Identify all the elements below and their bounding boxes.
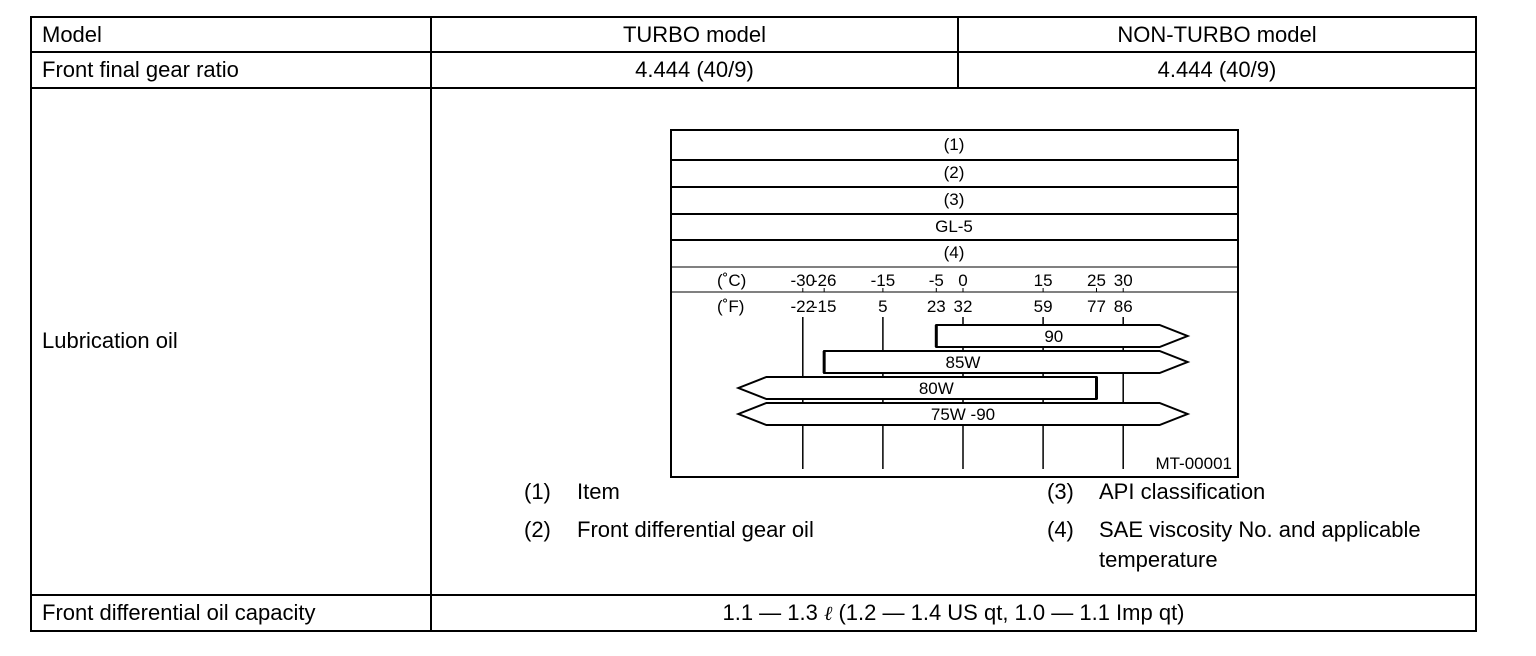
diagram-row-item: (1) <box>944 135 965 154</box>
celsius-unit-label: (˚C) <box>717 271 746 290</box>
celsius-tick-label: 15 <box>1034 271 1053 290</box>
figure-code: MT-00001 <box>1155 454 1232 473</box>
fahrenheit-tick-label: 23 <box>927 297 946 316</box>
capacity-range-liters: 1.1 — 1.3 <box>722 599 818 625</box>
gear-ratio-label: Front final gear ratio <box>30 51 432 89</box>
legend-text-item: Item <box>577 478 620 504</box>
diagram-row-gl5: GL-5 <box>935 217 973 236</box>
celsius-tick-label: 30 <box>1114 271 1133 290</box>
legend-text-sae: SAE viscosity No. and applicable tempera… <box>1099 516 1421 572</box>
lubrication-row: Lubrication oil (1) (2) (3) GL-5 (4) (˚C… <box>30 86 1477 596</box>
capacity-row: Front differential oil capacity 1.1 — 1.… <box>30 593 1477 633</box>
legend-number: (4) <box>1047 516 1074 542</box>
fahrenheit-tick-label: 32 <box>954 297 973 316</box>
fahrenheit-tick-label: -15 <box>812 297 837 316</box>
gear-ratio-row: Front final gear ratio 4.444 (40/9) 4.44… <box>30 51 1477 89</box>
header-row: Model TURBO model NON-TURBO model <box>30 15 1477 54</box>
fahrenheit-tick-label: 5 <box>878 297 887 316</box>
lubrication-content: (1) (2) (3) GL-5 (4) (˚C) (˚F) -30 -22 -26… <box>430 86 1477 596</box>
viscosity-bar-label: 85W <box>946 353 981 372</box>
celsius-tick-label: -15 <box>871 271 896 290</box>
fahrenheit-unit-label: (˚F) <box>717 297 744 316</box>
celsius-tick-label: -30 <box>791 271 816 290</box>
capacity-label: Front differential oil capacity <box>30 593 432 633</box>
oil-viscosity-diagram: (1) (2) (3) GL-5 (4) (˚C) (˚F) -30 -22 -26… <box>670 128 1239 478</box>
diagram-frame <box>670 128 1239 478</box>
gear-ratio-turbo: 4.444 (40/9) <box>430 51 959 89</box>
legend-number: (1) <box>524 478 551 504</box>
legend-number: (3) <box>1047 478 1074 504</box>
celsius-tick-label: 0 <box>958 271 967 290</box>
lubrication-label: Lubrication oil <box>30 86 432 596</box>
non-turbo-model-header: NON-TURBO model <box>957 15 1477 54</box>
celsius-tick-label: 25 <box>1087 271 1106 290</box>
model-label-cell: Model <box>30 15 432 54</box>
capacity-value: 1.1 — 1.3 ℓ (1.2 — 1.4 US qt, 1.0 — 1.1 … <box>430 593 1477 633</box>
liter-symbol: ℓ <box>824 600 833 625</box>
diagram-row-gear-oil: (2) <box>944 163 965 182</box>
capacity-range-qt: (1.2 — 1.4 US qt, 1.0 — 1.1 Imp qt) <box>838 599 1185 625</box>
viscosity-bar-label: 75W -90 <box>931 405 995 424</box>
fahrenheit-tick-label: -22 <box>791 297 816 316</box>
diagram-row-api: (3) <box>944 190 965 209</box>
legend-text-api: API classification <box>1099 478 1266 504</box>
viscosity-bar-label: 90 <box>1044 327 1063 346</box>
fahrenheit-tick-label: 86 <box>1114 297 1133 316</box>
celsius-tick-label: -5 <box>929 271 944 290</box>
celsius-tick-label: -26 <box>812 271 837 290</box>
viscosity-bar <box>735 401 1191 426</box>
legend-number: (2) <box>524 516 551 542</box>
gear-ratio-nonturbo: 4.444 (40/9) <box>957 51 1477 89</box>
specifications-table: Model TURBO model NON-TURBO model Front … <box>30 15 1477 633</box>
turbo-model-header: TURBO model <box>430 15 959 54</box>
legend-text-gear-oil: Front differential gear oil <box>577 516 814 542</box>
fahrenheit-tick-label: 59 <box>1034 297 1053 316</box>
fahrenheit-tick-label: 77 <box>1087 297 1106 316</box>
diagram-row-sae: (4) <box>944 243 965 262</box>
viscosity-bar <box>735 375 1098 400</box>
viscosity-bar-label: 80W <box>919 379 954 398</box>
viscosity-bar <box>823 349 1191 374</box>
